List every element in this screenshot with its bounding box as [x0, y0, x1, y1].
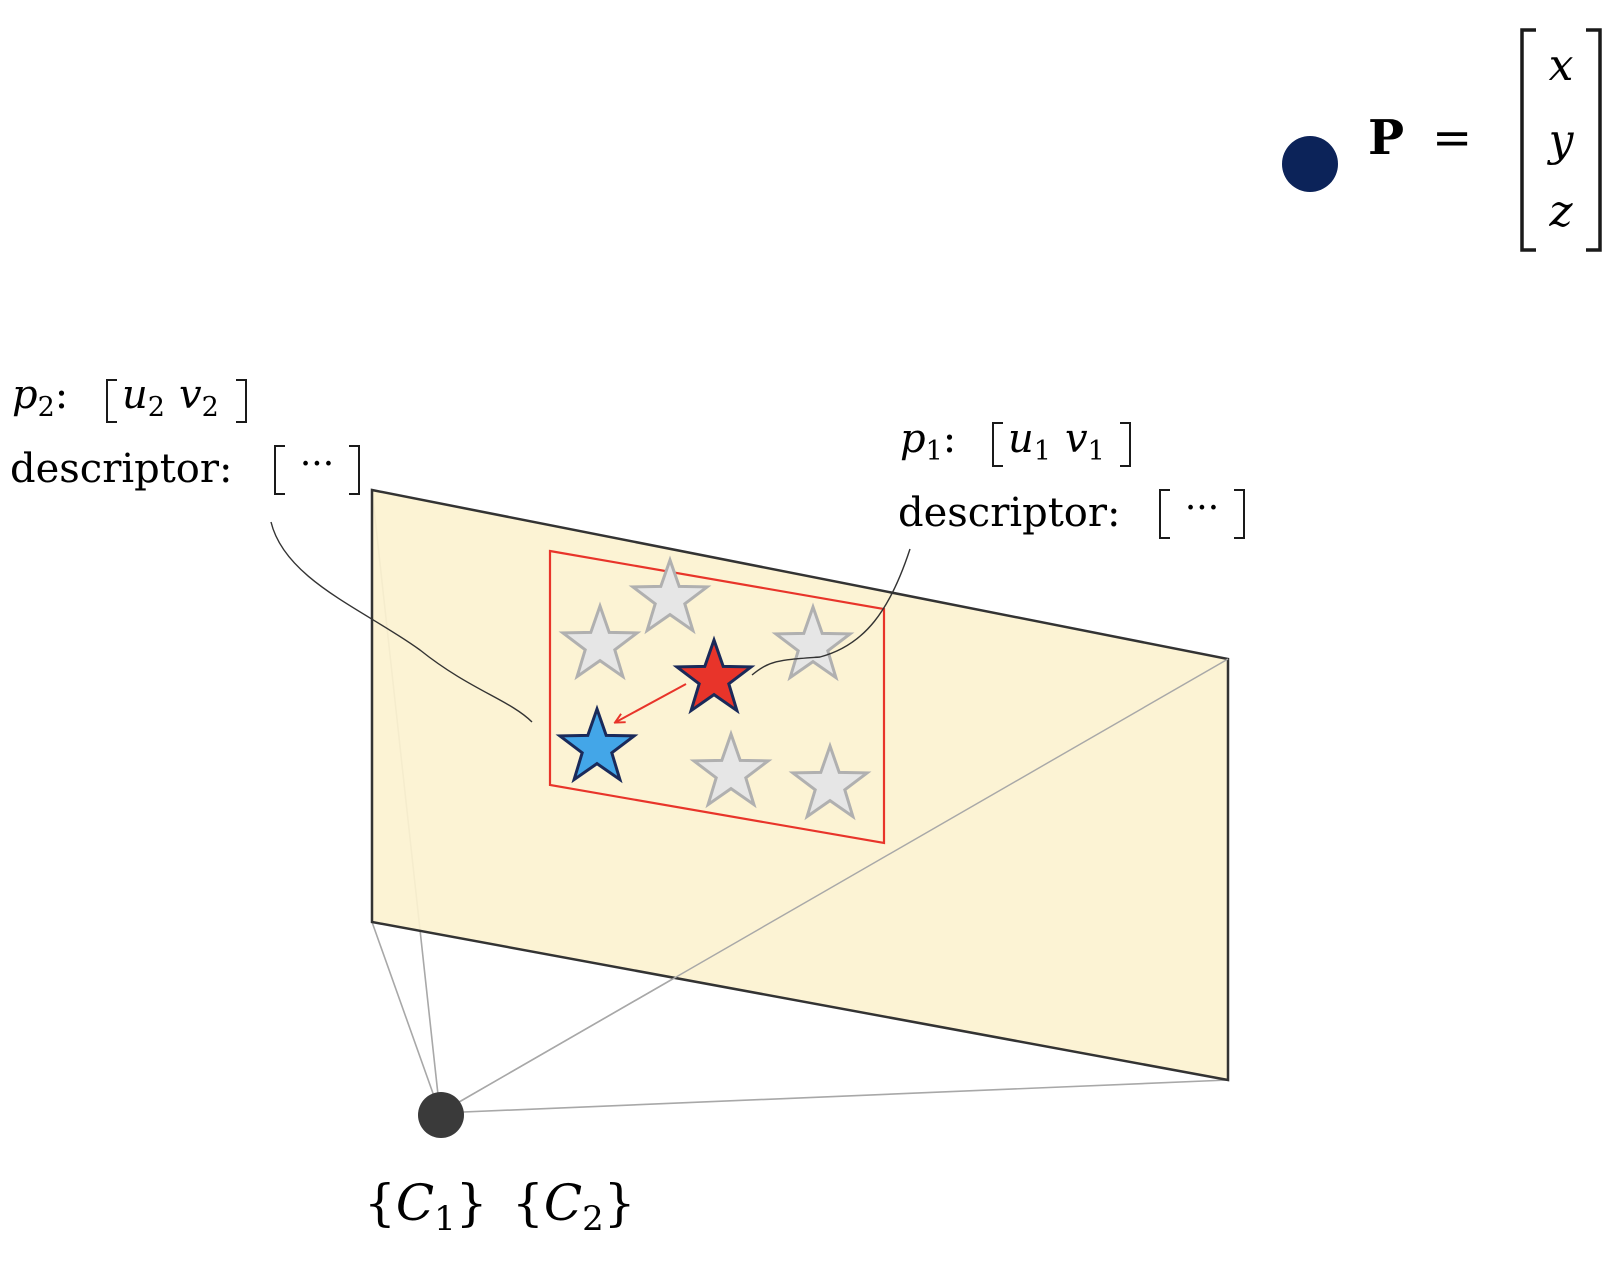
leader-line-p1 [751, 548, 911, 676]
p2-bracket-right [236, 379, 247, 423]
p1-descriptor-bracket-right [1234, 489, 1245, 539]
camera-frame-labels: {C1} {C2} [364, 1174, 636, 1239]
vector-bracket-right [1586, 28, 1602, 252]
p2-bracket-left [106, 379, 117, 423]
point-p-marker [1282, 136, 1338, 192]
search-window [548, 549, 886, 845]
p1-bracket-left [992, 422, 1003, 467]
frustum-line-overlay [439, 658, 1229, 1114]
point-p-equation: P = x y z [1368, 28, 1602, 252]
camera-frame-c1: {C1} [364, 1174, 488, 1239]
candidate-star-1 [628, 555, 712, 635]
p2-coordinates: p2: [12, 372, 68, 423]
frustum-line-bottom-left [371, 921, 441, 1114]
candidate-stars [558, 555, 872, 821]
candidate-star-2 [558, 601, 642, 681]
p1-bracket-right [1120, 422, 1131, 467]
p2-descriptor-dots: ··· [300, 444, 334, 485]
camera-frame-c2: {C2} [512, 1174, 636, 1239]
equals-sign: = [1432, 110, 1472, 166]
frustum-line-bottom-right [439, 1079, 1229, 1114]
p1-coordinates: p1: [900, 416, 956, 467]
p1-descriptor-dots: ··· [1185, 488, 1219, 529]
vector-y: y [1547, 115, 1575, 166]
vector-z: z [1548, 186, 1573, 237]
candidate-star-4 [689, 729, 773, 809]
image-plane [370, 488, 1230, 1082]
leader-line-p2 [270, 521, 533, 723]
vector-x: x [1549, 40, 1574, 91]
p1-descriptor-label: descriptor: [898, 490, 1120, 536]
vector-bracket-left [1520, 28, 1536, 252]
camera-center [418, 1092, 464, 1138]
match-arrow [616, 683, 687, 722]
p2-descriptor-bracket-left [274, 445, 285, 495]
keypoint-star-p2 [555, 704, 639, 784]
keypoint-star-p1 [672, 635, 756, 715]
candidate-star-5 [788, 741, 872, 821]
p1-descriptor-bracket-left [1159, 489, 1170, 539]
candidate-star-3 [771, 602, 855, 682]
p2-descriptor-bracket-right [349, 445, 360, 495]
p2-descriptor-label: descriptor: [10, 446, 232, 492]
point-p-label: P [1368, 110, 1404, 166]
